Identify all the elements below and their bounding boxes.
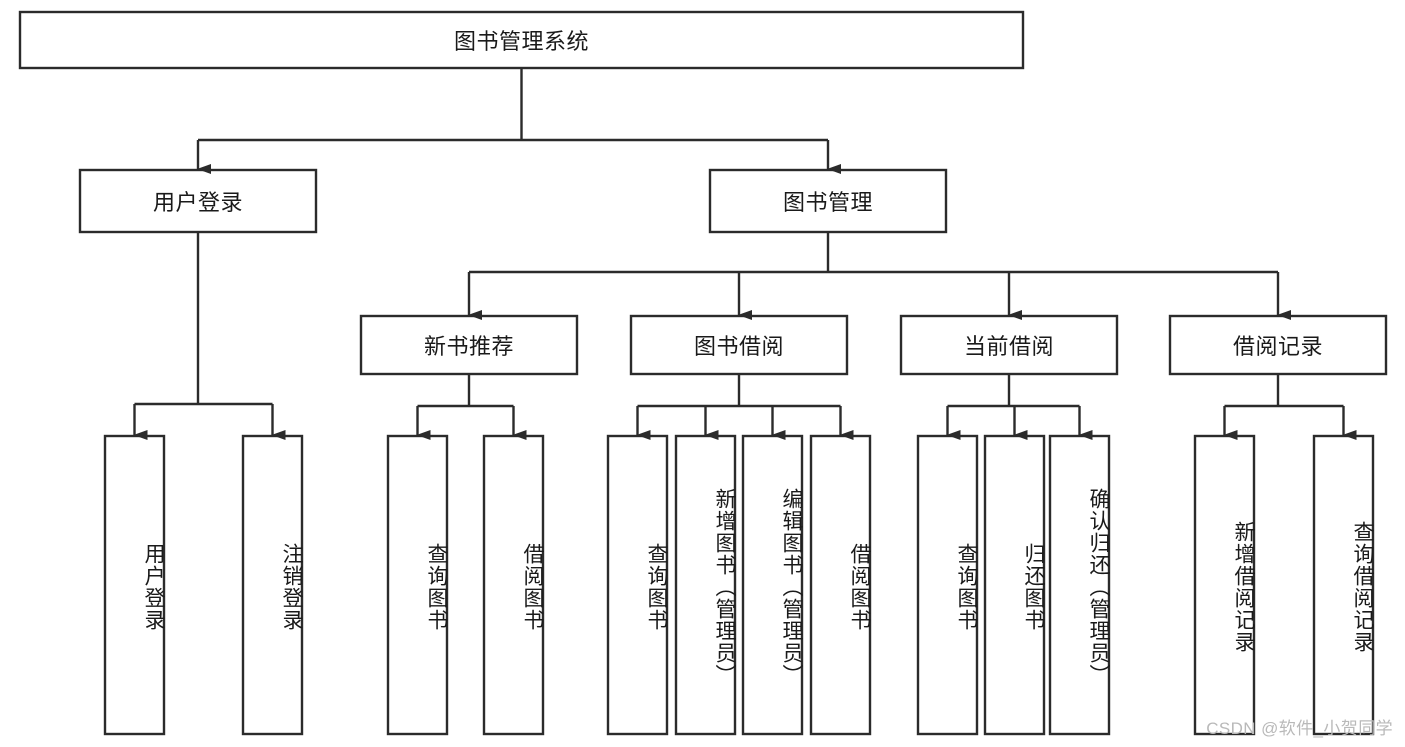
level3-box-0[interactable] (359, 314, 579, 376)
level2-box-1[interactable] (708, 168, 948, 234)
leaf-box-0[interactable] (103, 434, 166, 736)
leaf-box-11[interactable] (1193, 434, 1256, 736)
leaf-box-1[interactable] (241, 434, 304, 736)
leaf-box-4[interactable] (606, 434, 669, 736)
leaf-box-8[interactable] (916, 434, 979, 736)
leaf-box-3[interactable] (482, 434, 545, 736)
leaf-box-7[interactable] (809, 434, 872, 736)
level3-box-1[interactable] (629, 314, 849, 376)
root-box-0[interactable] (18, 10, 1025, 70)
connector-lines-layer (133, 68, 1357, 440)
level3-box-3[interactable] (1168, 314, 1388, 376)
leaf-box-2[interactable] (386, 434, 449, 736)
level2-box-0[interactable] (78, 168, 318, 234)
leaf-box-6[interactable] (741, 434, 804, 736)
node-boxes-layer (18, 10, 1388, 736)
leaf-box-10[interactable] (1048, 434, 1111, 736)
leaf-box-12[interactable] (1312, 434, 1375, 736)
leaf-box-5[interactable] (674, 434, 737, 736)
leaf-box-9[interactable] (983, 434, 1046, 736)
level3-box-2[interactable] (899, 314, 1119, 376)
